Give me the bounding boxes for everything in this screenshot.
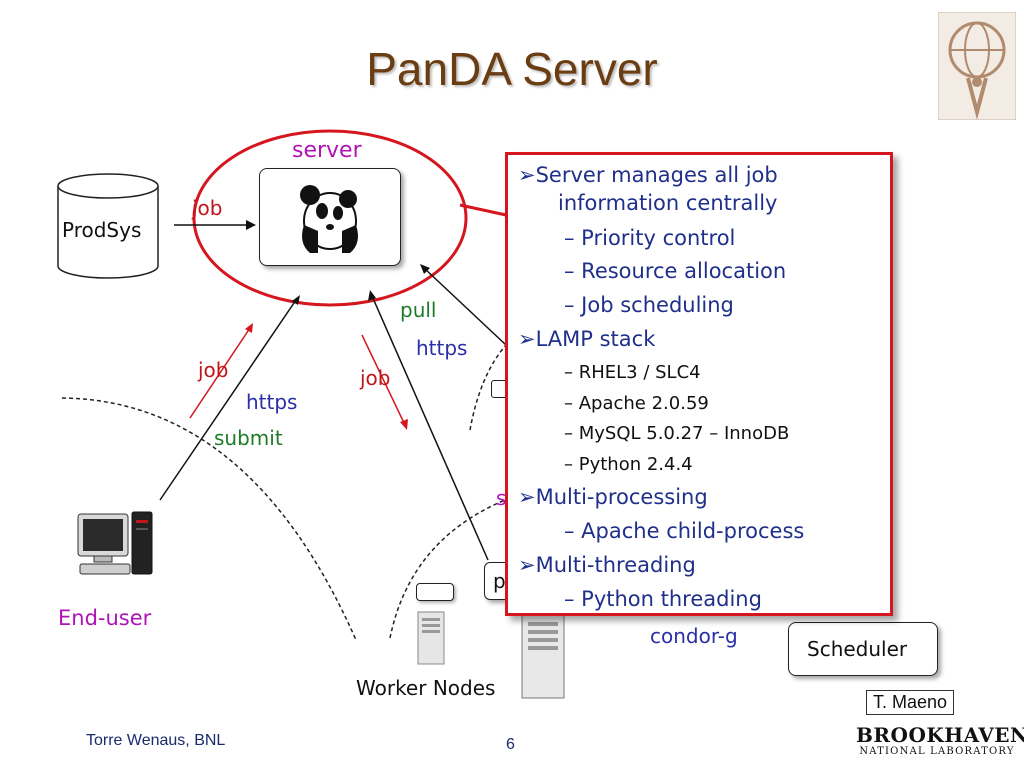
computer-icon: [77, 511, 153, 575]
info-item: ➢Multi-processing: [518, 485, 708, 509]
enduser-label: End-user: [58, 606, 152, 630]
server-rack-icon-large: [521, 613, 565, 699]
info-item: ➢Server manages all job: [518, 163, 778, 187]
https-label-left: https: [246, 390, 298, 414]
server-box: [259, 168, 401, 266]
server-rack-icon-small: [417, 611, 445, 665]
info-item: information centrally: [558, 191, 778, 215]
brookhaven-logo: BROOKHAVEN NATIONAL LABORATORY: [856, 723, 1024, 758]
slide-title: PanDA Server: [366, 43, 658, 95]
logo-sub-text: NATIONAL LABORATORY: [859, 746, 1015, 757]
logo-main-text: BROOKHAVEN: [856, 723, 1024, 747]
worker-nodes-label: Worker Nodes: [356, 676, 496, 700]
prodsys-label: ProdSys: [62, 218, 142, 242]
worker-node-box: [416, 583, 454, 601]
info-item: – Apache child-process: [564, 519, 805, 543]
info-item: ➢Multi-threading: [518, 553, 696, 577]
job-label-prodsys: job: [192, 196, 223, 220]
info-item: – MySQL 5.0.27 – InnoDB: [564, 423, 790, 444]
condor-label: condor-g: [650, 624, 738, 648]
info-item: – RHEL3 / SLC4: [564, 362, 701, 383]
prodsys-database-icon: [57, 173, 159, 279]
scheduler-label: Scheduler: [807, 637, 908, 661]
footer-author: Torre Wenaus, BNL: [86, 732, 226, 749]
info-item: – Resource allocation: [564, 259, 787, 283]
submit-label: submit: [214, 426, 283, 450]
partial-label-s: s: [496, 486, 507, 510]
info-box: ➢Server manages all job information cent…: [505, 152, 893, 616]
job-label-left: job: [198, 358, 229, 382]
partial-label-p: p: [493, 569, 506, 593]
info-item: – Python threading: [564, 587, 762, 611]
scheduler-box: Scheduler: [788, 622, 938, 676]
info-item: – Priority control: [564, 226, 736, 250]
panda-icon: [300, 185, 358, 253]
server-label: server: [292, 138, 362, 163]
pull-label: pull: [400, 298, 437, 322]
job-label-mid: job: [360, 366, 391, 390]
https-label-mid: https: [416, 336, 468, 360]
info-item: – Apache 2.0.59: [564, 393, 709, 414]
credit-label: T. Maeno: [866, 690, 955, 715]
info-item: – Python 2.4.4: [564, 454, 693, 475]
atlas-logo-icon: [938, 12, 1016, 120]
page-number: 6: [506, 736, 515, 753]
info-item: ➢LAMP stack: [518, 327, 656, 351]
info-item: – Job scheduling: [564, 293, 734, 317]
